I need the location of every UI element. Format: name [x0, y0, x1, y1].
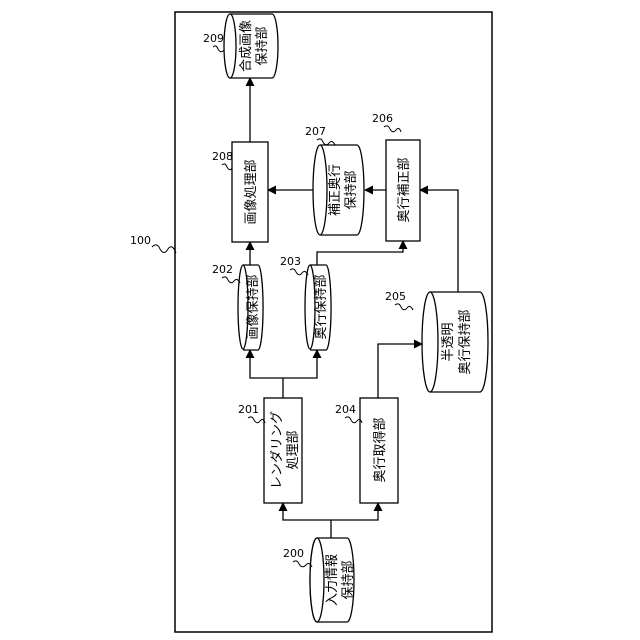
connector-split-to-image-store	[250, 350, 283, 378]
node-rendering-unit: レンダリング 処理部	[264, 398, 302, 503]
node-depth-acquisition-unit: 奥行取得部	[360, 398, 398, 503]
ref-208: 208	[212, 150, 233, 163]
leader-203	[290, 269, 308, 275]
ref-209: 209	[203, 32, 224, 45]
leader-200	[293, 561, 312, 567]
node-label-line1: 奥行取得部	[372, 417, 388, 482]
ref-201: 201	[238, 403, 259, 416]
connector-translucent-to-depth-correction	[420, 190, 458, 292]
node-depth-correction-unit: 奥行補正部	[386, 140, 420, 241]
node-label-line1: レンダリング	[270, 411, 285, 489]
node-depth-store: 奥行保持部	[305, 265, 331, 350]
node-label-line1: 入力情報	[325, 554, 340, 606]
connector-split-to-depth-store	[283, 350, 317, 378]
node-image-processing-unit: 画像処理部	[232, 142, 268, 242]
node-label-line1: 画像保持部	[246, 274, 261, 339]
node-label-line1: 画像処理部	[244, 159, 259, 224]
node-label-line1: 補正奥行	[328, 164, 343, 216]
node-corrected-depth-store: 補正奥行 保持部	[313, 145, 364, 235]
leader-202	[222, 277, 240, 283]
ref-205: 205	[385, 290, 406, 303]
leader-209	[213, 46, 224, 52]
node-input-info-store: 入力情報 保持部	[310, 531, 356, 629]
leader-207	[317, 139, 335, 145]
connector-depth-store-to-depth-correction	[317, 241, 403, 265]
ref-204: 204	[335, 403, 356, 416]
node-label-line1: 合成画像	[239, 20, 254, 72]
node-translucent-depth-store: 半透明 奥行保持部	[422, 292, 488, 392]
ref-207: 207	[305, 125, 326, 138]
ref-206: 206	[372, 112, 393, 125]
node-label-line2: 保持部	[255, 26, 270, 65]
leader-208	[222, 164, 232, 170]
node-label-line2: 処理部	[286, 430, 301, 469]
node-image-store: 画像保持部	[238, 265, 263, 350]
connector-depth-acquisition-to-translucent	[378, 344, 422, 398]
node-label-line2: 保持部	[341, 560, 356, 599]
connector-split-to-depth-acquisition	[331, 503, 378, 520]
system-ref-leader	[152, 245, 176, 253]
node-label-line1: 奥行補正部	[397, 157, 412, 222]
node-composite-image-store: 合成画像 保持部	[224, 14, 278, 78]
ref-203: 203	[280, 255, 301, 268]
ref-202: 202	[212, 263, 233, 276]
connector-split-to-rendering	[283, 503, 331, 520]
leader-205	[395, 304, 413, 310]
leader-206	[384, 126, 401, 132]
leader-201	[248, 417, 265, 423]
node-label-line2: 保持部	[344, 170, 359, 209]
node-label-line2: 奥行保持部	[458, 309, 473, 374]
node-label-line1: 半透明	[441, 322, 456, 361]
node-label-line1: 奥行保持部	[314, 274, 329, 339]
ref-200: 200	[283, 547, 304, 560]
system-ref-label: 100	[130, 234, 151, 247]
